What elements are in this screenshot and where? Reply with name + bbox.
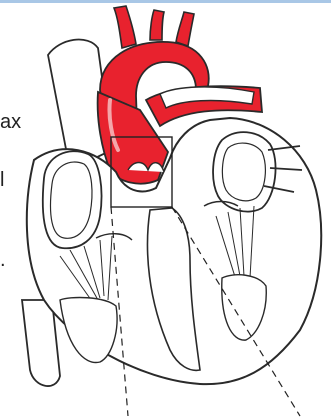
brachiocephalic-artery [114, 6, 136, 48]
right-papillary-muscle [60, 298, 117, 363]
top-border [0, 0, 331, 3]
right-atrium [43, 151, 102, 248]
text-fragment-1: ax [0, 112, 21, 132]
text-fragment-2: l [0, 170, 4, 190]
subclavian-artery [176, 12, 194, 46]
text-fragment-3: . [0, 250, 6, 270]
common-carotid-artery [150, 10, 164, 40]
